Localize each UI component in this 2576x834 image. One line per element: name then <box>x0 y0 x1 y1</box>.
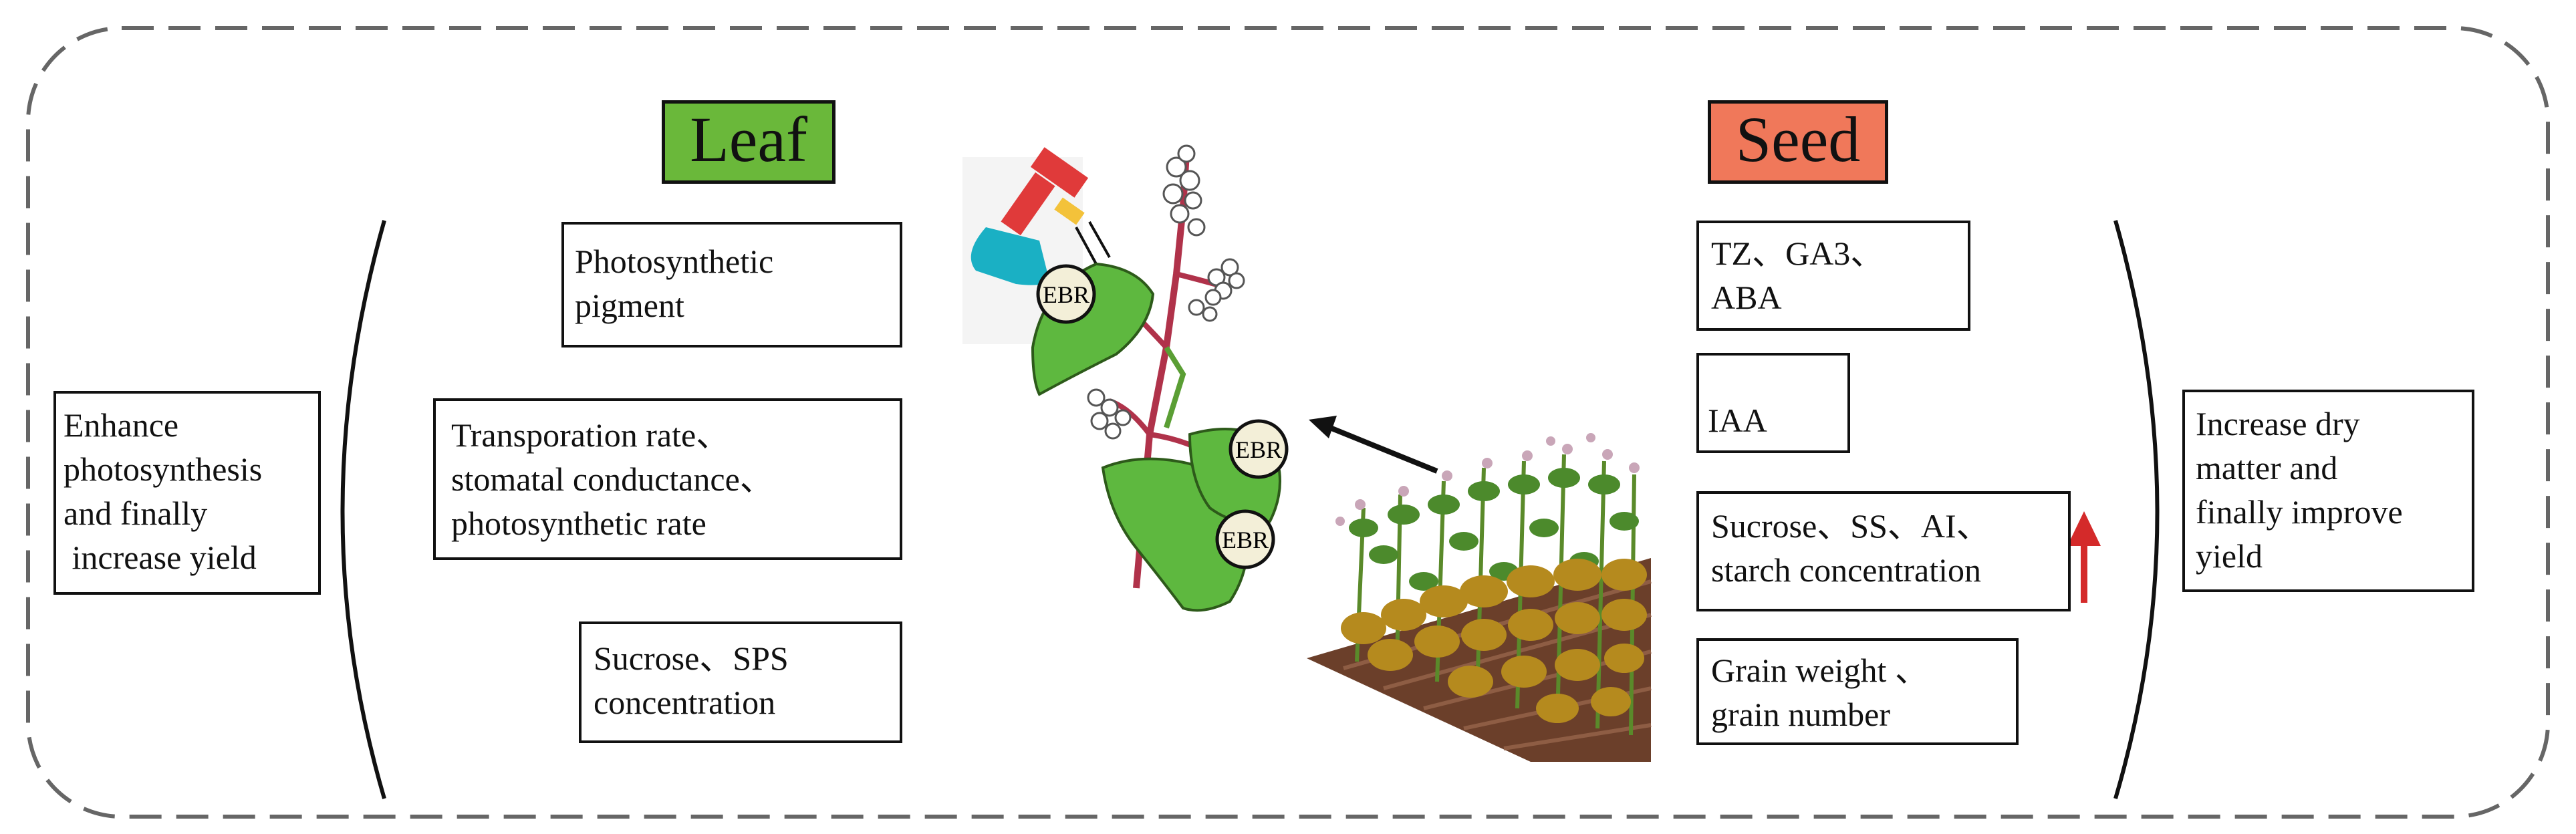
leaf-sucrose-line: concentration <box>594 684 776 721</box>
ebr-droplet <box>1229 419 1289 479</box>
leaf-pigment-line: Photosynthetic <box>575 243 774 280</box>
seed-sucrose-line: Sucrose、SS、AI、 <box>1711 507 1990 545</box>
ebr-label: EBR <box>1043 281 1089 308</box>
seed-grain-line: Grain weight 、 <box>1711 652 1928 689</box>
right-summary-line: yield <box>2196 537 2263 575</box>
right-summary-line: finally improve <box>2196 493 2403 531</box>
leaf-transpiration-line: photosynthetic rate <box>451 505 706 542</box>
seed-iaa-line: IAA <box>1708 402 1767 439</box>
seed-sucrose-up-arrow <box>2067 511 2101 603</box>
seed-header: Seed <box>1708 100 1888 184</box>
leaf-sucrose-box <box>579 621 902 743</box>
right-bracket <box>2113 220 2160 799</box>
seed-hormone-box <box>1696 221 1970 331</box>
left-summary-line: Enhance <box>63 406 179 444</box>
leaf-transpiration-box <box>433 398 902 560</box>
left-summary-box <box>53 391 321 595</box>
ebr-droplet <box>1215 509 1275 569</box>
ebr-label: EBR <box>1235 436 1282 463</box>
left-summary-line: increase yield <box>63 539 257 576</box>
leaf-pigment-box <box>561 222 902 348</box>
right-summary-line: Increase dry <box>2196 405 2360 442</box>
right-summary-box <box>2182 390 2474 592</box>
left-bracket <box>340 220 386 799</box>
leaf-pigment-line: pigment <box>575 287 684 324</box>
buckwheat-plant-illustration <box>1031 144 1289 612</box>
buckwheat-field-illustration <box>1307 433 1652 762</box>
seed-sucrose-line: starch concentration <box>1711 551 1981 589</box>
left-summary-line: photosynthesis <box>63 450 263 488</box>
outer-frame <box>26 26 2550 819</box>
ebr-label: EBR <box>1222 527 1269 553</box>
seed-hormone-line: ABA <box>1711 279 1782 316</box>
leaf-sucrose-line: Sucrose、SPS <box>594 640 789 677</box>
ebr-droplet <box>1036 264 1096 324</box>
leaf-transpiration-line: Transporation rate、 <box>451 416 730 454</box>
seed-iaa-box <box>1696 353 1850 453</box>
field-to-plant-arrow <box>1309 416 1438 474</box>
leaf-header: Leaf <box>662 100 835 184</box>
left-summary-line: and finally <box>63 495 208 532</box>
leaf-transpiration-line: stomatal conductance、 <box>451 460 773 498</box>
seed-grain-line: grain number <box>1711 696 1890 733</box>
right-summary-line: matter and <box>2196 449 2338 486</box>
seed-sucrose-box <box>1696 491 2071 611</box>
seed-grain-box <box>1696 638 2019 745</box>
seed-hormone-line: TZ、GA3、 <box>1711 235 1884 272</box>
